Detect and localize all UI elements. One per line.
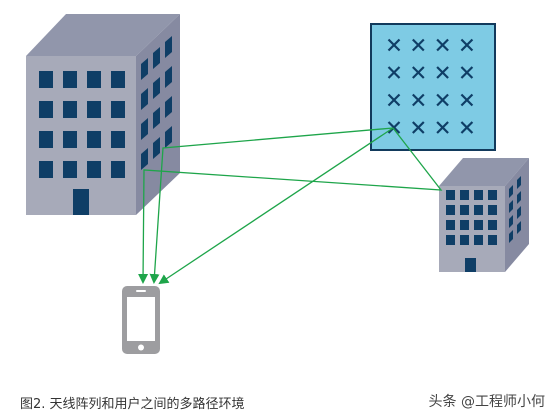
window (517, 191, 521, 204)
window (111, 131, 125, 148)
window (39, 71, 53, 88)
window (488, 220, 497, 230)
antenna-element (460, 38, 474, 52)
figure-caption: 图2. 天线阵列和用户之间的多路径环境 (20, 397, 245, 412)
window (460, 235, 469, 245)
smartphone-home-button (138, 344, 144, 351)
window (141, 88, 148, 110)
multipath-diagram (26, 14, 529, 354)
smartphone-screen (127, 297, 155, 341)
window (446, 235, 455, 245)
window (446, 190, 455, 200)
window (446, 220, 455, 230)
window (111, 101, 125, 118)
window (474, 205, 483, 215)
window (165, 36, 172, 58)
window (87, 161, 101, 178)
small-building-side-windows (509, 176, 521, 243)
window (39, 161, 53, 178)
window (488, 205, 497, 215)
window (141, 58, 148, 80)
window (165, 126, 172, 148)
smartphone (122, 286, 160, 354)
window (509, 215, 513, 228)
antenna-element (412, 121, 425, 134)
window (63, 131, 77, 148)
window (111, 71, 125, 88)
window (460, 190, 469, 200)
window (153, 107, 160, 129)
window (153, 77, 160, 99)
window (63, 71, 77, 88)
window (39, 101, 53, 118)
window (460, 205, 469, 215)
window (474, 220, 483, 230)
window (141, 118, 148, 140)
window (141, 148, 148, 170)
antenna-element (387, 93, 401, 107)
small-building (439, 158, 529, 272)
window (111, 161, 125, 178)
window (39, 131, 53, 148)
ray-reflect-large-building (149, 127, 394, 284)
antenna-element (460, 93, 474, 107)
window (474, 190, 483, 200)
window (87, 131, 101, 148)
antenna-element (412, 66, 425, 79)
antenna-element (460, 66, 474, 79)
window (517, 221, 521, 234)
window (153, 137, 160, 159)
large-building-windows (39, 71, 125, 178)
window (488, 190, 497, 200)
antenna-element (387, 66, 401, 79)
window (63, 101, 77, 118)
window (87, 71, 101, 88)
window (474, 235, 483, 245)
window (509, 200, 513, 213)
window (165, 66, 172, 88)
antenna-element (436, 93, 449, 107)
window (63, 161, 77, 178)
antenna-element (387, 38, 401, 52)
antenna-element (436, 121, 449, 134)
small-building-windows (446, 190, 497, 245)
ray-reflect-small-building (138, 127, 443, 284)
antenna-array (370, 23, 496, 151)
window (509, 230, 513, 243)
ray-direct (158, 127, 394, 285)
window (153, 47, 160, 69)
multipath-rays (138, 127, 443, 285)
antenna-element (387, 121, 401, 134)
large-building (26, 14, 180, 215)
window (446, 205, 455, 215)
window (165, 96, 172, 118)
small-building-door (465, 258, 476, 272)
watermark: 头条 @工程师小何 (428, 394, 545, 410)
window (517, 176, 521, 189)
large-building-side-windows (141, 36, 172, 170)
antenna-element (436, 66, 449, 79)
antenna-element (436, 38, 449, 52)
window (87, 101, 101, 118)
large-building-door (73, 189, 89, 215)
window (509, 185, 513, 198)
window (517, 206, 521, 219)
window (460, 220, 469, 230)
smartphone-speaker (136, 290, 146, 292)
antenna-element (412, 38, 425, 52)
antenna-element (460, 121, 474, 134)
window (488, 235, 497, 245)
antenna-element (412, 93, 425, 107)
antenna-elements (387, 38, 474, 134)
